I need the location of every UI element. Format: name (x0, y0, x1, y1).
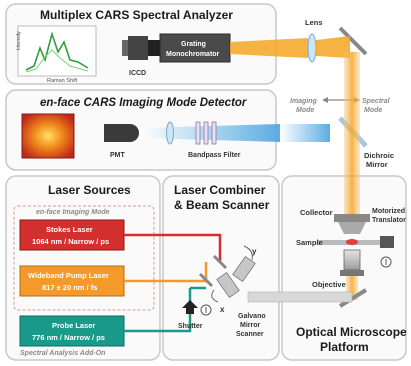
collector-label: Collector (300, 208, 333, 217)
probe-laser: Probe Laser 776 nm / Narrow / ps (19, 315, 125, 347)
combiner-mirror-1 (212, 254, 228, 270)
spectral-fold-mirror (338, 26, 368, 56)
bandpass-filter (195, 121, 217, 145)
monochromator-box (159, 33, 231, 63)
combiner-title-line1: Laser Combiner (174, 183, 266, 197)
addon-caption: Spectral Analysis Add-On (20, 350, 105, 357)
imaging-mode-caption: en-face Imaging Mode (36, 209, 110, 216)
imaging-lens-icon (166, 121, 174, 145)
spectral-beam (230, 38, 308, 58)
stokes-laser-spec: 1064 nm / Narrow / ps (32, 237, 109, 246)
shutter-label: Shutter (178, 323, 203, 330)
scanner-output-beam (247, 291, 353, 303)
iccd-label: ICCD (129, 70, 146, 77)
objective-collar (340, 270, 364, 276)
iccd-body (128, 36, 148, 60)
galvano-mirror-x (216, 271, 240, 299)
laser-sources-title: Laser Sources (48, 183, 131, 197)
pump-laser-spec: 817 ± 20 nm / fs (42, 283, 97, 292)
lens-label: Lens (305, 18, 323, 27)
motorized-label-line2: Translator (372, 217, 406, 224)
motorized-label-line1: Motorized (372, 208, 405, 215)
pump-laser: Wideband Pump Laser 817 ± 20 nm / fs (19, 265, 125, 297)
imaging-mode-label-line2: Mode (296, 107, 314, 114)
sample-stage (318, 236, 394, 248)
probe-laser-spec: 776 nm / Narrow / ps (32, 333, 105, 342)
pump-laser-name: Wideband Pump Laser (28, 271, 109, 280)
cars-image-frame (21, 113, 75, 159)
galvano-rotation-x (211, 289, 219, 303)
vertical-orange-beam (344, 52, 360, 224)
sample-label: Sample (296, 238, 323, 247)
iccd-front (148, 40, 160, 56)
spectral-mode-label-line2: Mode (364, 107, 382, 114)
imaging-mode-group (13, 205, 155, 311)
spectral-analyzer-title: Multiplex CARS Spectral Analyzer (40, 8, 233, 22)
spectrum-plot: Intensity Raman Shift (16, 25, 97, 84)
galvano-mirror-y (232, 255, 256, 283)
shutter-icon (182, 300, 198, 314)
mode-arrow-left (322, 97, 328, 103)
spectrum-line (25, 31, 89, 71)
pmt-body (104, 124, 130, 142)
pmt-dome (130, 124, 139, 142)
pump-laser-box (19, 265, 125, 297)
iccd-camera (122, 36, 160, 60)
collector-assembly (334, 214, 370, 234)
collector-body (334, 214, 370, 222)
spectrum-line-secondary (25, 49, 89, 73)
bandpass-label: Bandpass Filter (188, 152, 241, 159)
shutter-base (186, 308, 194, 314)
galvano-rotation-y (243, 245, 253, 261)
spectrum-ylabel: Intensity (16, 31, 22, 50)
microscope-fold-mirror (338, 288, 368, 308)
spectrum-xlabel: Raman Shift (47, 78, 78, 84)
pmt-label: PMT (110, 152, 126, 159)
galvano-scanner (211, 245, 256, 303)
galvano-label-line3: Scanner (236, 331, 264, 338)
combiner-title-line2: & Beam Scanner (174, 198, 270, 212)
axis-y-label: y (252, 247, 257, 256)
galvano-label-line1: Galvano (238, 313, 266, 320)
filter-plate-1 (195, 121, 201, 145)
translator-block (380, 236, 394, 248)
collector-lens (338, 222, 366, 234)
grating-label-line1: Grating (181, 41, 206, 48)
translator-io-icon (380, 256, 392, 268)
imaging-mode-label-line1: Imaging (290, 98, 318, 105)
objective-lens (340, 249, 364, 276)
lens-icon (307, 33, 317, 63)
grating-monochromator: Grating Monochromator (159, 33, 231, 63)
stokes-beam (124, 233, 222, 262)
probe-laser-name: Probe Laser (52, 321, 95, 330)
combiner-mirror-2 (198, 272, 214, 288)
spectral-beam-segment (316, 36, 350, 58)
iccd-back (122, 40, 128, 56)
stokes-laser: Stokes Laser 1064 nm / Narrow / ps (19, 219, 125, 251)
imaging-beam-segment (280, 124, 330, 142)
objective-barrel (343, 249, 361, 271)
imaging-beam (140, 124, 280, 142)
filter-plate-2 (203, 121, 209, 145)
sample-spot (346, 239, 358, 245)
microscope-title-line2: Platform (320, 340, 369, 354)
stokes-laser-box (19, 219, 125, 251)
spectral-mode-label-line1: Spectral (362, 98, 391, 105)
microscope-title-line1: Optical Microscope (296, 325, 407, 339)
objective-label: Objective (312, 280, 346, 289)
filter-plate-3 (211, 121, 217, 145)
imaging-detector-title: en-face CARS Imaging Mode Detector (40, 97, 247, 109)
axis-x-label: x (220, 305, 225, 314)
shutter-io-icon (200, 304, 212, 316)
dichroic-label-line1: Dichroic (364, 151, 394, 160)
grating-label-line2: Monochromator (166, 51, 220, 58)
cars-image-thumbnail (22, 114, 74, 158)
pmt-detector (104, 124, 139, 142)
stokes-laser-name: Stokes Laser (46, 225, 93, 234)
shutter-blade (182, 300, 198, 308)
galvano-label-line2: Mirror (240, 322, 261, 329)
dichroic-label-line2: Mirror (366, 160, 388, 169)
